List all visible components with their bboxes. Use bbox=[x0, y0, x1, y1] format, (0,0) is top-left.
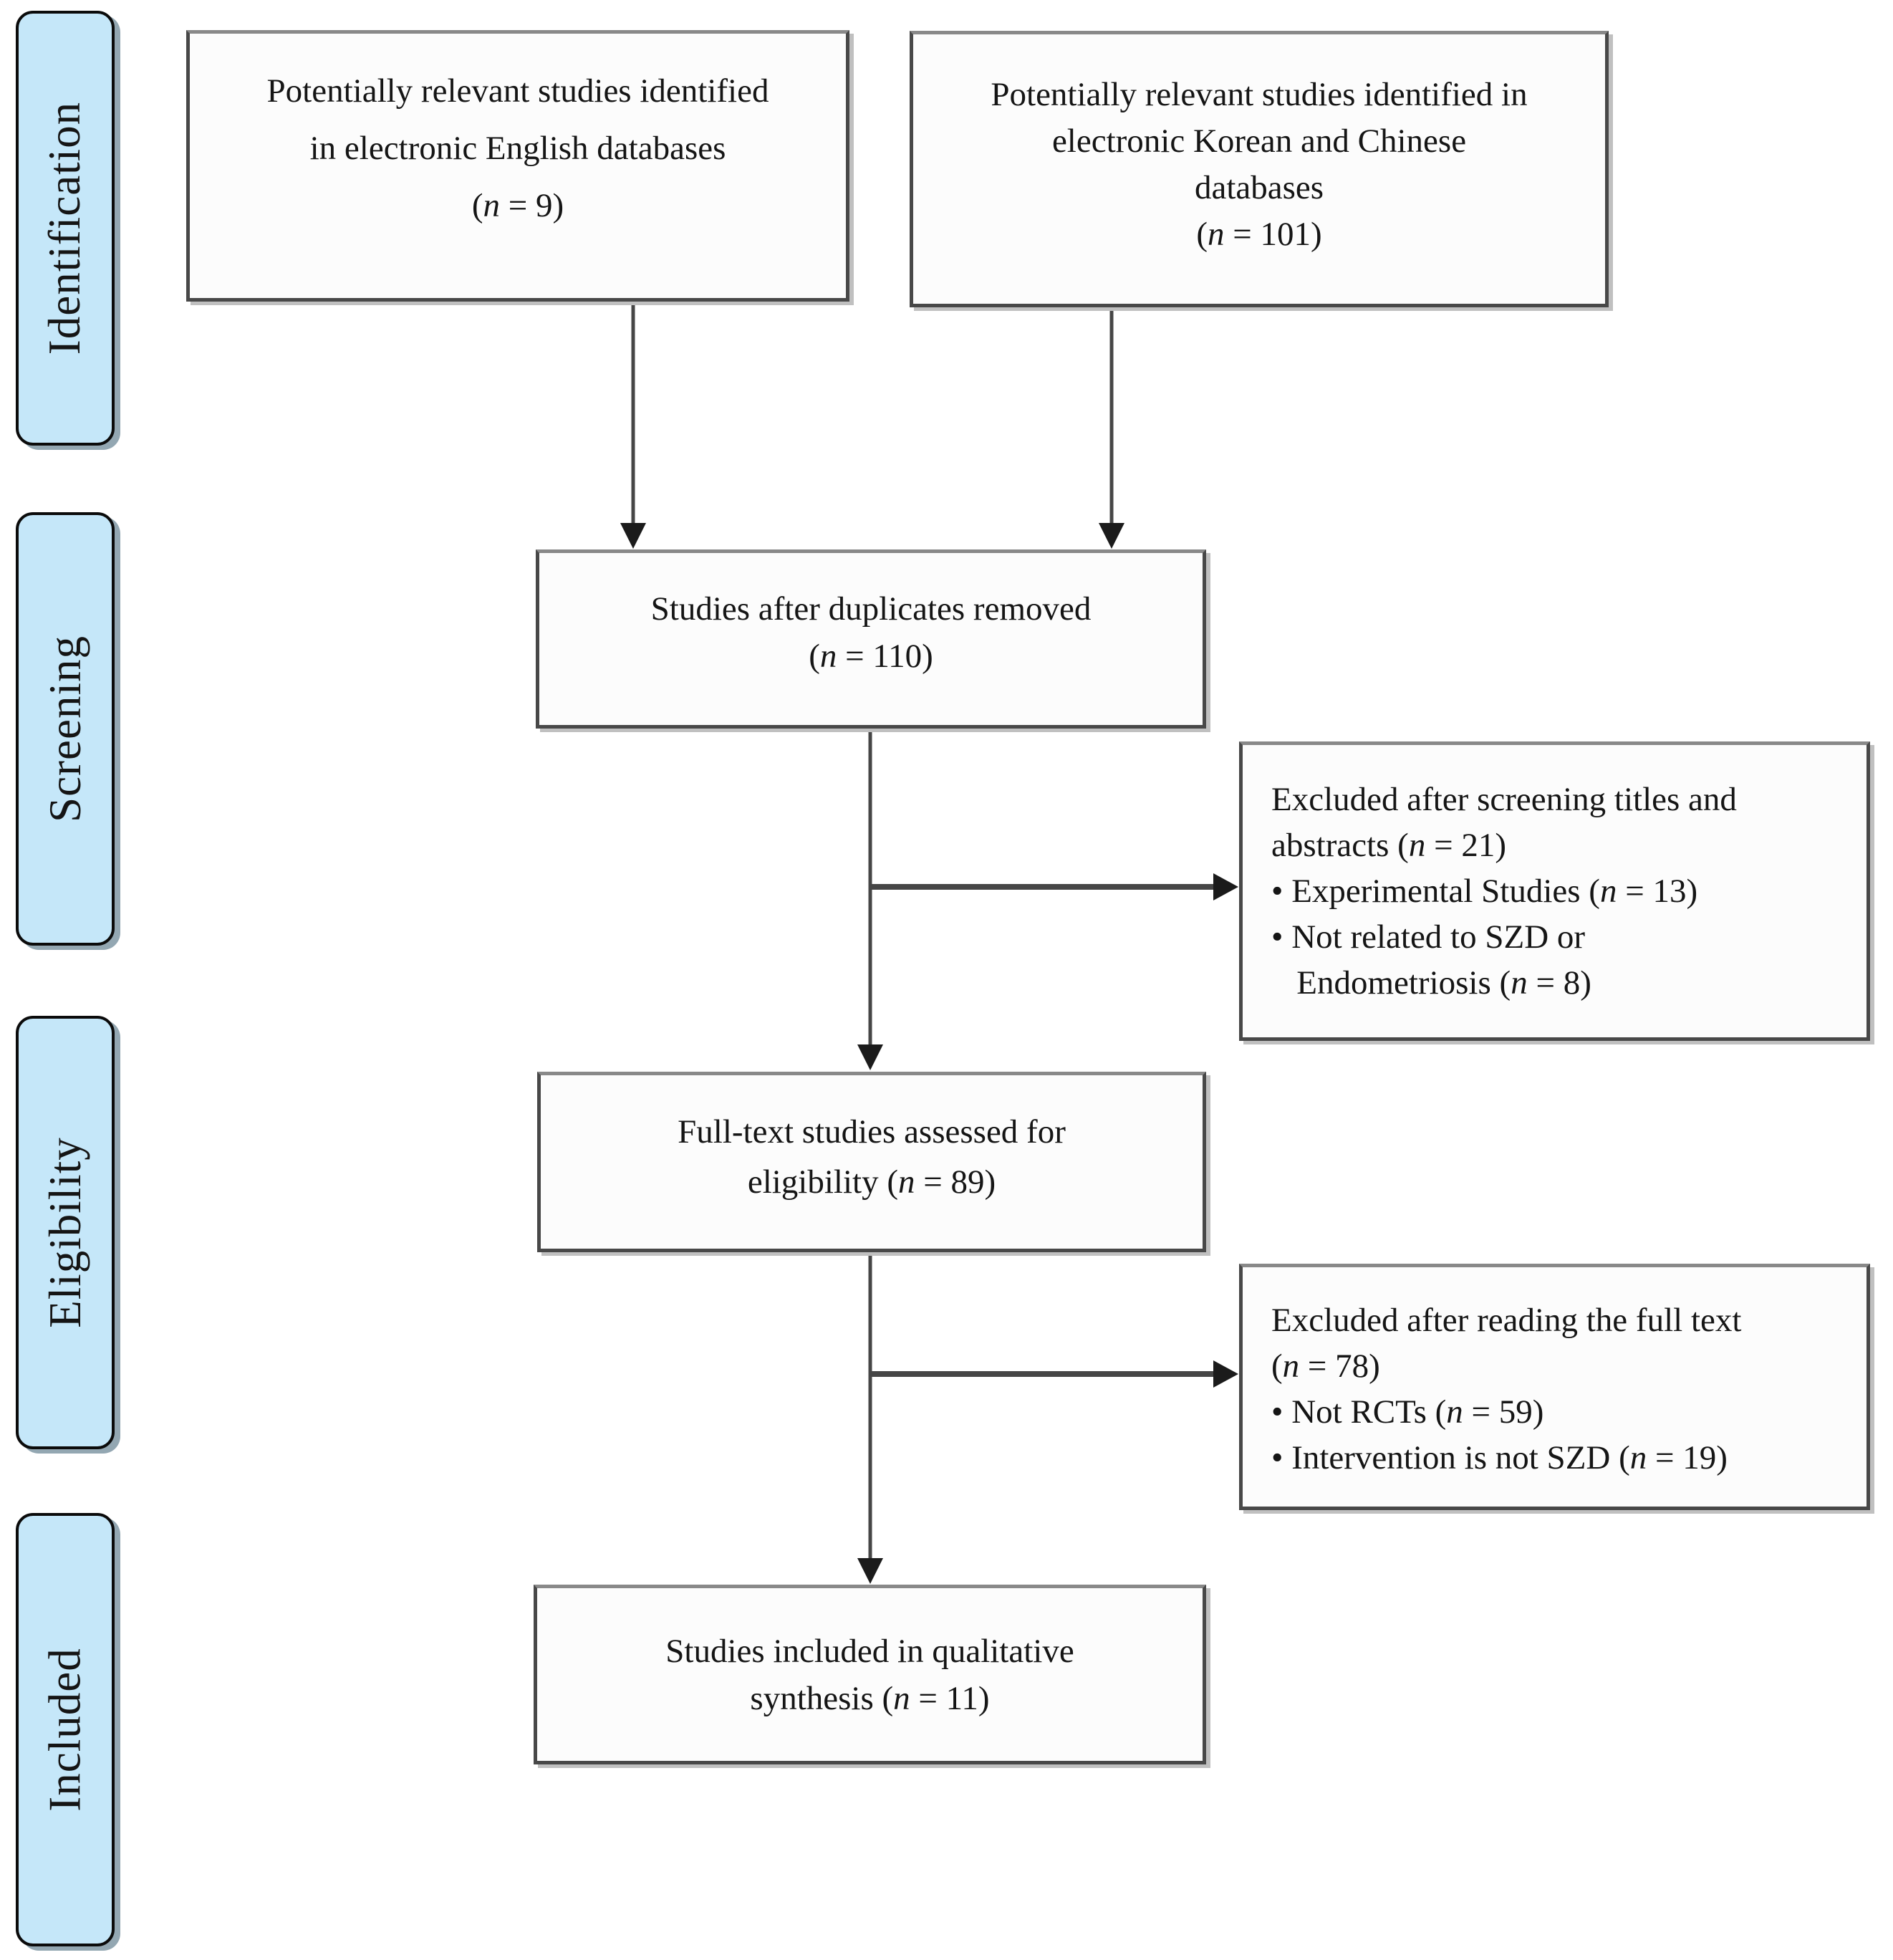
stage-text: Eligibility bbox=[39, 1137, 90, 1328]
flow-box-duplicates-removed: Studies after duplicates removed(n = 110… bbox=[536, 549, 1206, 729]
stage-label-screening: Screening bbox=[16, 512, 115, 946]
arrow-duplicates-to-fulltext bbox=[857, 728, 883, 1070]
stage-text: Screening bbox=[39, 635, 90, 822]
flow-box-text: Potentially relevant studies identified … bbox=[991, 76, 1528, 253]
arrow-branch-excluded-screening bbox=[870, 873, 1238, 900]
arrow-english-to-duplicates bbox=[620, 303, 646, 549]
flow-box-text: Studies after duplicates removed(n = 110… bbox=[650, 590, 1092, 675]
flow-box-identified-korean-chinese: Potentially relevant studies identified … bbox=[910, 31, 1609, 307]
arrow-branch-excluded-fulltext bbox=[870, 1360, 1238, 1388]
flow-box-excluded-fulltext: Excluded after reading the full text(n =… bbox=[1239, 1264, 1870, 1510]
stage-text: Included bbox=[39, 1648, 90, 1812]
arrow-fulltext-to-included bbox=[857, 1252, 883, 1584]
arrow-korean-to-duplicates bbox=[1099, 307, 1124, 549]
stage-label-included: Included bbox=[16, 1513, 115, 1946]
stage-label-identification: Identification bbox=[16, 11, 115, 446]
flow-box-text: Excluded after reading the full text(n =… bbox=[1271, 1302, 1742, 1476]
stage-label-eligibility: Eligibility bbox=[16, 1016, 115, 1449]
stage-text: Identification bbox=[39, 101, 90, 355]
